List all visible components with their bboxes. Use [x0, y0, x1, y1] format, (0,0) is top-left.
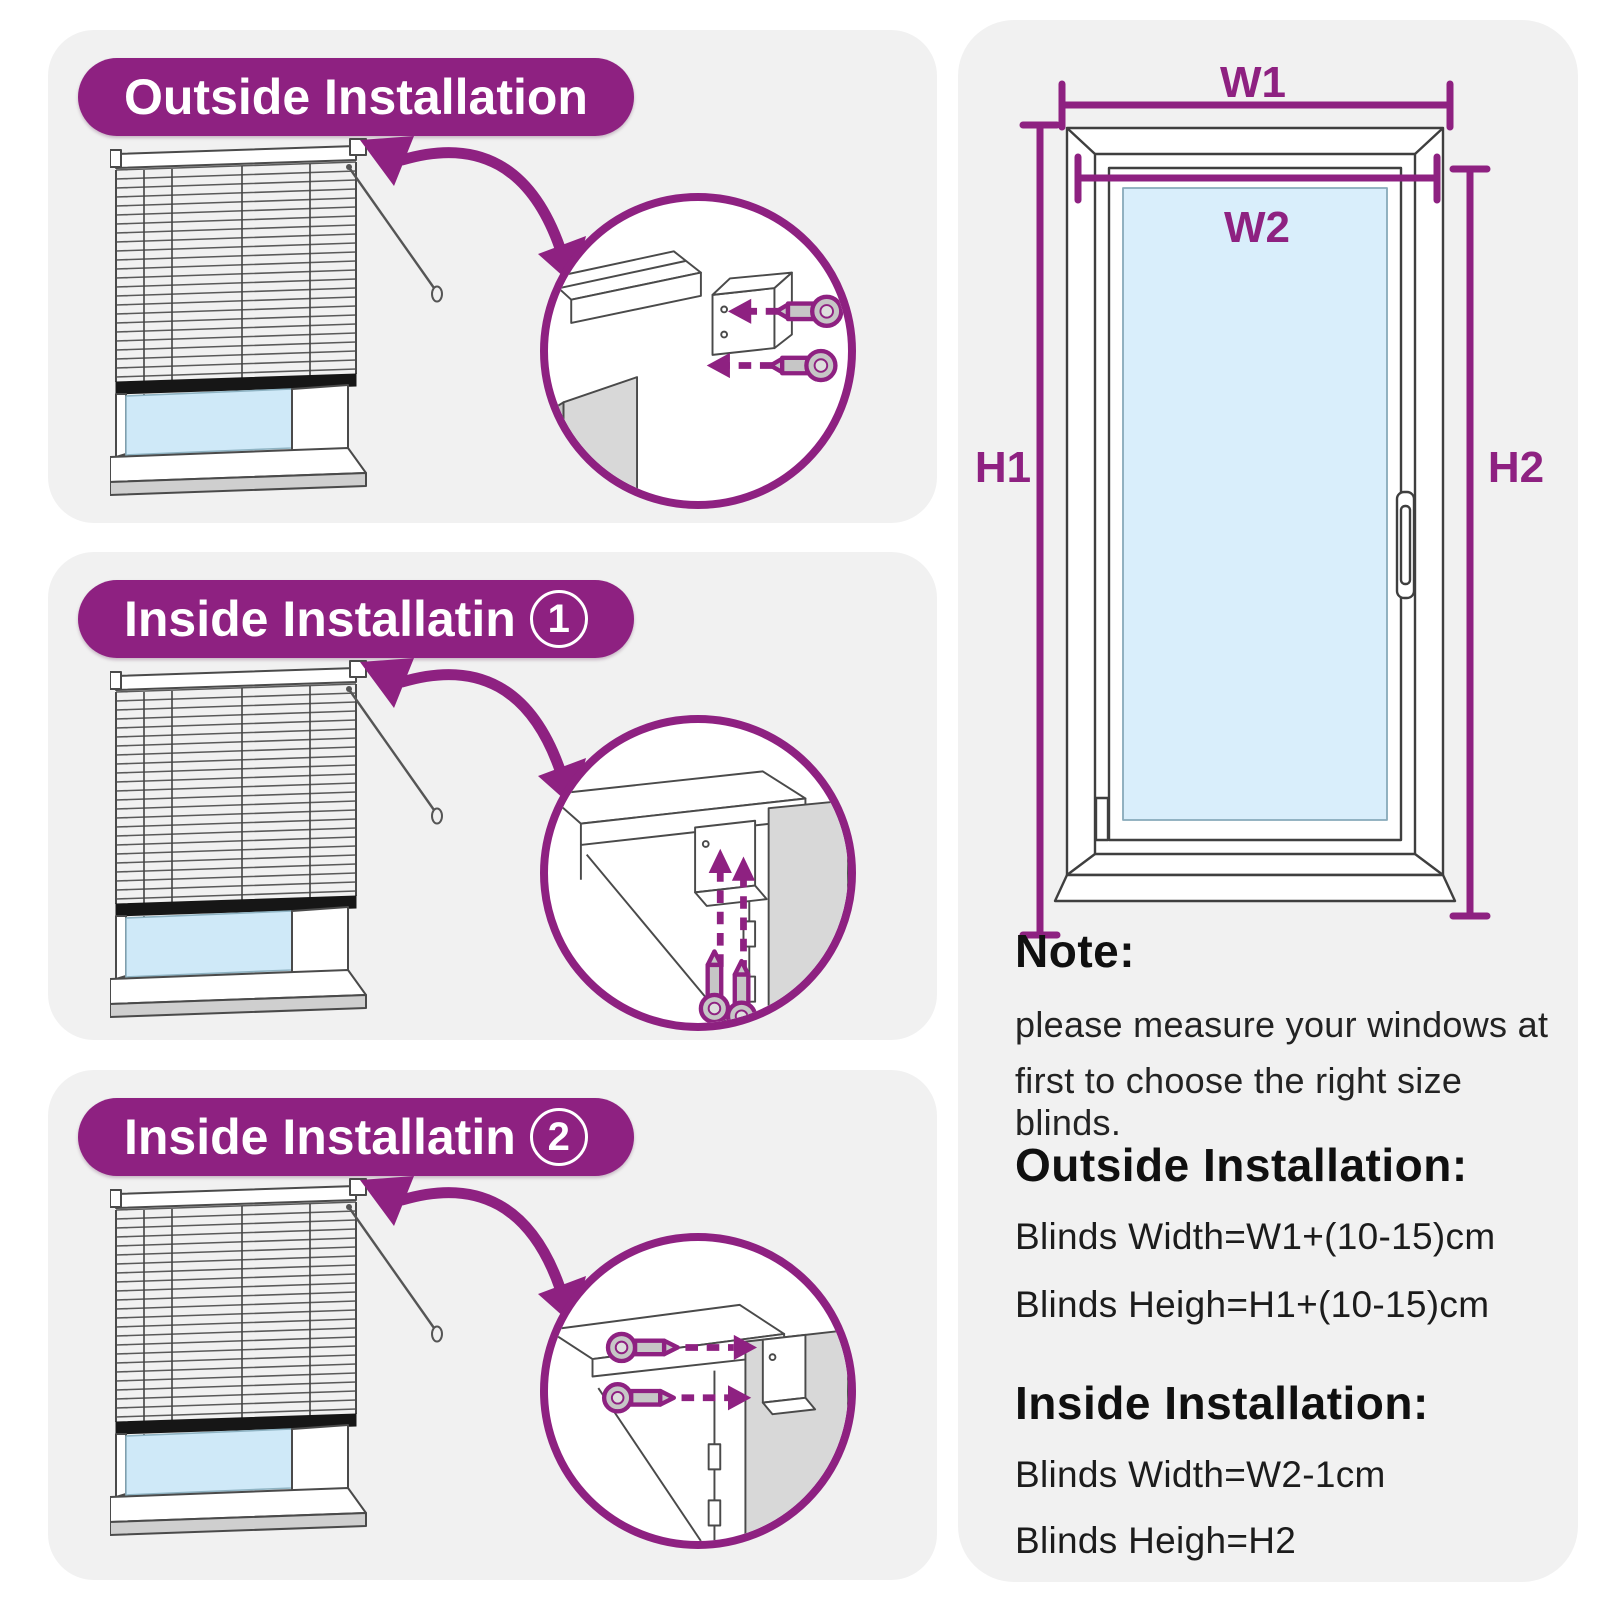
inside-installation-heading: Inside Installation: — [1015, 1377, 1429, 1429]
measurement-panel: W1 W2 H1 H2 Note: please measure your wi… — [958, 20, 1578, 1582]
outside-installation-heading: Outside Installation: — [1015, 1139, 1468, 1191]
h2-label: H2 — [1488, 443, 1544, 492]
inside-height-formula: Blinds Heigh=H2 — [1015, 1520, 1297, 1561]
panel-number-badge: 1 — [529, 590, 588, 648]
w2-label: W2 — [1224, 203, 1290, 252]
bracket-detail-circle-top-mount — [540, 715, 856, 1031]
window-measurement-diagram: W1 W2 H1 H2 — [975, 58, 1544, 939]
panel-title-banner: Outside Installation — [78, 58, 634, 136]
h1-label: H1 — [975, 443, 1031, 492]
panel-title-label: Outside Installation — [124, 69, 588, 125]
bracket-detail-circle-side-mount — [540, 1233, 856, 1549]
wall-bracket-screws-illustration — [548, 250, 844, 501]
note-text-line: first to choose the right size blinds. — [1015, 1060, 1463, 1143]
panel-title-label: Inside Installatin — [124, 1109, 516, 1165]
side-mount-bracket-illustration — [548, 1303, 848, 1541]
panel-inside-installation-2: Inside Installatin 2 — [48, 1070, 937, 1580]
inside-width-formula: Blinds Width=W2-1cm — [1015, 1454, 1386, 1495]
outside-width-formula: Blinds Width=W1+(10-15)cm — [1015, 1216, 1496, 1257]
panel-outside-installation: Outside Installation — [48, 30, 937, 523]
note-text-line: please measure your windows at — [1015, 1004, 1549, 1045]
panel-title-label: Inside Installatin — [124, 591, 516, 647]
note-heading: Note: — [1015, 925, 1136, 977]
top-mount-bracket-illustration — [548, 770, 848, 1023]
outside-height-formula: Blinds Heigh=H1+(10-15)cm — [1015, 1284, 1490, 1325]
w1-label: W1 — [1220, 58, 1286, 107]
panel-title-banner: Inside Installatin 2 — [78, 1098, 634, 1176]
panel-number-badge: 2 — [529, 1108, 588, 1166]
panel-title-banner: Inside Installatin 1 — [78, 580, 634, 658]
panel-inside-installation-1: Inside Installatin 1 — [48, 552, 937, 1040]
bracket-detail-circle-wall-mount — [540, 193, 856, 509]
